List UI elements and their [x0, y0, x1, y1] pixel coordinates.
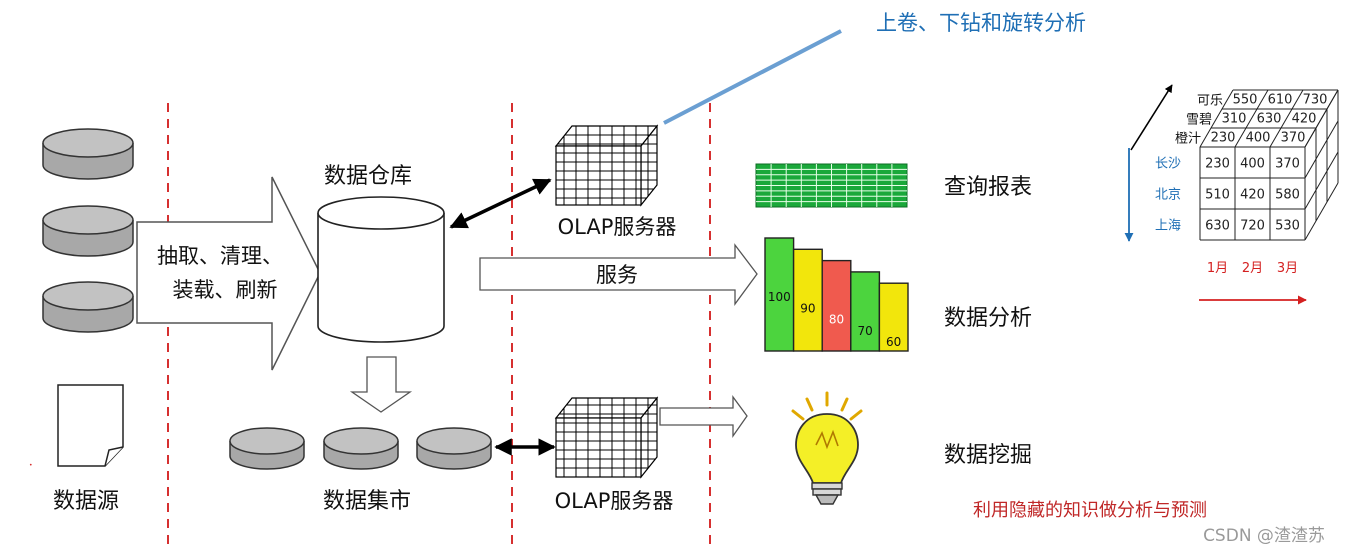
product-axis-arrow: [1130, 84, 1173, 151]
disk-icon: [229, 427, 305, 470]
cube-top-value: 370: [1281, 131, 1306, 146]
query-report-label: 查询报表: [944, 175, 1032, 200]
cube-edge: [1269, 89, 1304, 148]
olap-bottom-label: OLAP服务器: [555, 489, 674, 513]
cube-product-label: 可乐: [1197, 94, 1223, 109]
bar: [821, 259, 852, 352]
cube-top-value: 610: [1268, 93, 1293, 108]
cube-top-value: 310: [1222, 112, 1247, 127]
cube-cell-value: 420: [1240, 188, 1265, 203]
cube-cell-value: 510: [1205, 188, 1230, 203]
bar: [764, 237, 795, 352]
dashed-dividers: [167, 103, 711, 548]
disk-icon: [416, 427, 492, 470]
cube-edge: [1304, 89, 1339, 148]
mining-label: 数据挖掘: [944, 443, 1032, 468]
cube-city-label: 长沙: [1155, 157, 1181, 172]
analysis-bar-chart: 100 90 80 70 60: [764, 237, 909, 352]
cube-product-label: 雪碧: [1186, 113, 1212, 128]
cube-top-value: 230: [1211, 131, 1236, 146]
data-warehouse-cylinder: [317, 196, 445, 343]
olap-cube-bottom: [554, 396, 659, 479]
cube-cell-value: 580: [1275, 188, 1300, 203]
analysis-label: 数据分析: [944, 306, 1032, 331]
document-icon: [57, 384, 124, 467]
data-source-label: 数据源: [53, 489, 119, 514]
mining-description: 利用隐藏的知识做分析与预测: [973, 500, 1207, 521]
dw-olap-arrow: [449, 178, 552, 229]
cube-edge: [1234, 89, 1269, 148]
data-warehouse-label: 数据仓库: [324, 164, 412, 189]
data-mart-disks: [229, 427, 492, 470]
disk-icon: [42, 281, 134, 333]
data-mart-label: 数据集市: [323, 489, 411, 514]
cube-top-value: 550: [1233, 93, 1258, 108]
mining-arrow: [659, 395, 748, 439]
cube-cell-value: 530: [1275, 219, 1300, 234]
cube-product-label: 橙汁: [1175, 132, 1201, 147]
etl-label-line2: 装载、刷新: [173, 278, 278, 302]
cube-month-label: 3月: [1277, 261, 1298, 276]
service-label: 服务: [596, 263, 638, 287]
cube-top-value: 400: [1246, 131, 1271, 146]
cube-edge: [1304, 120, 1339, 179]
cube-top-value: 420: [1292, 112, 1317, 127]
data-cube: 230 400 370 510 420 580 630 720 530 550 610 730 310 6…: [1155, 89, 1339, 276]
watermark: CSDN @渣渣苏: [1203, 526, 1325, 546]
cube-edge: [1199, 89, 1234, 148]
disk-icon: [323, 427, 399, 470]
olap-top-label: OLAP服务器: [558, 215, 677, 239]
bar-value-label: 100: [768, 290, 791, 304]
cube-month-label: 1月: [1207, 261, 1228, 276]
bar: [878, 282, 909, 352]
bar-value-label: 80: [829, 313, 844, 327]
bar: [850, 271, 881, 352]
etl-label-line1: 抽取、清理、: [157, 244, 283, 268]
drill-callout-line: [663, 29, 842, 125]
disk-icon: [42, 128, 134, 180]
cube-city-label: 上海: [1155, 219, 1181, 234]
etl-arrow: 抽取、清理、 装载、刷新: [136, 176, 321, 371]
bar-value-label: 70: [857, 324, 872, 338]
cube-edge: [1304, 182, 1339, 241]
cube-cell-value: 370: [1275, 157, 1300, 172]
cube-month-label: 2月: [1242, 261, 1263, 276]
lightbulb-icon: [791, 391, 863, 505]
cube-cell-value: 630: [1205, 219, 1230, 234]
disk-icon: [42, 205, 134, 257]
cube-city-label: 北京: [1155, 188, 1181, 203]
cube-top-value: 630: [1257, 112, 1282, 127]
cube-cell-value: 400: [1240, 157, 1265, 172]
cube-cell-value: 230: [1205, 157, 1230, 172]
service-arrow: 服务: [479, 243, 758, 306]
drill-label: 上卷、下钻和旋转分析: [876, 11, 1086, 35]
report-table-icon: [755, 163, 908, 208]
bar: [792, 248, 823, 352]
bar-value-label: 60: [886, 335, 901, 349]
down-arrow-icon: [349, 356, 413, 413]
cube-cell-value: 720: [1240, 219, 1265, 234]
data-source-disks: [42, 128, 134, 333]
red-dot: •: [29, 462, 33, 469]
bar-value-label: 90: [800, 301, 815, 315]
cube-edge: [1304, 151, 1339, 210]
olap-cube-top: [554, 124, 659, 207]
cube-top-value: 730: [1303, 93, 1328, 108]
